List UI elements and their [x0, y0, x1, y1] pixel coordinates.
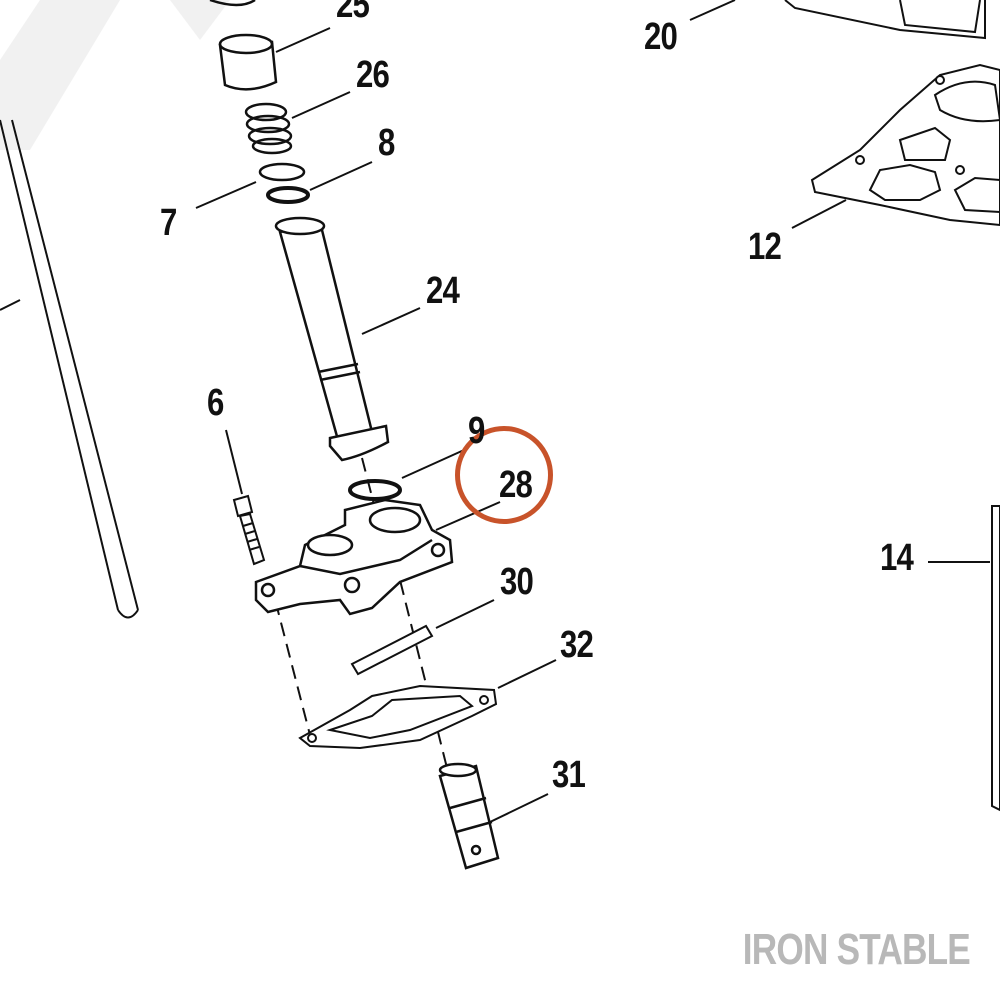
callout-24: 24: [426, 270, 460, 312]
callout-25: 25: [336, 0, 370, 26]
part-14-block: [991, 505, 1000, 812]
pushrod: [0, 119, 139, 619]
part-20-cover: [784, 0, 986, 40]
callout-12: 12: [748, 226, 782, 268]
part-31-lifter: [438, 762, 500, 870]
highlight-ring: [455, 426, 553, 524]
part-26-spring: [244, 102, 293, 155]
part-30-pin: [350, 624, 434, 676]
callout-8: 8: [378, 122, 395, 164]
part-25-cup: [209, 0, 278, 91]
callout-6: 6: [207, 382, 224, 424]
callout-28: 28: [499, 464, 533, 506]
callout-31: 31: [552, 754, 586, 796]
part-8-oring: [266, 186, 310, 204]
part-24-tube: [274, 216, 390, 462]
callout-26: 26: [356, 54, 390, 96]
brand-watermark: IRON STABLE: [742, 925, 971, 974]
part-6-bolt: [232, 494, 266, 566]
background-watermark-shape: [0, 0, 120, 150]
callout-20: 20: [644, 16, 678, 58]
callout-14: 14: [880, 537, 914, 579]
callout-9: 9: [468, 410, 485, 452]
callout-32: 32: [560, 624, 594, 666]
callout-30: 30: [500, 561, 534, 603]
part-28-housing: [254, 498, 454, 616]
part-12-head-gasket: [810, 63, 1000, 227]
callout-7: 7: [160, 202, 177, 244]
part-32-gasket: [298, 684, 498, 750]
part-7-washer: [258, 162, 306, 182]
part-9-oring: [348, 479, 402, 501]
background-watermark-shape: [170, 0, 230, 40]
